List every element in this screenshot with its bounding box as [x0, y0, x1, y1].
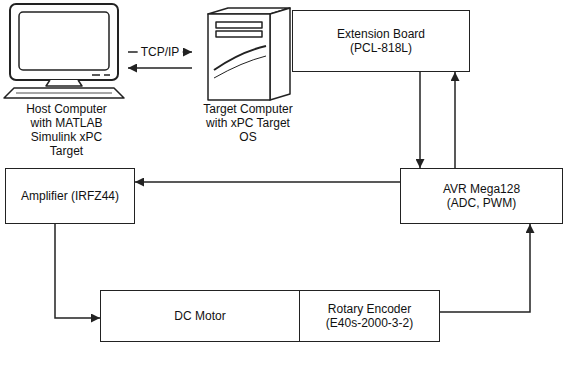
monitor-frame	[10, 4, 118, 80]
monitor-stand	[46, 80, 82, 86]
target-computer-icon	[208, 8, 290, 100]
node-label: Amplifier (IRFZ44)	[21, 189, 119, 203]
tower-swoosh	[214, 56, 266, 78]
tower-front	[208, 14, 270, 100]
host-computer-icon	[4, 4, 124, 98]
encoder-box: Rotary Encoder (E40s-2000-3-2)	[299, 290, 440, 342]
amplifier-box: Amplifier (IRFZ44)	[5, 168, 135, 224]
drive-bay	[216, 31, 262, 37]
signal-arrow	[135, 181, 400, 183]
node-label: Rotary Encoder (E40s-2000-3-2)	[320, 302, 420, 330]
monitor-button	[104, 74, 110, 76]
signal-arrow	[55, 224, 100, 318]
tower-side	[270, 8, 290, 100]
monitor-button	[92, 74, 100, 76]
motor-box: DC Motor	[100, 290, 300, 342]
extension-board: Extension Board (PCL-818L)	[292, 10, 470, 72]
target-computer: Target Computer with xPC Target OS	[192, 6, 304, 146]
node-label: AVR Mega128 (ADC, PWM)	[432, 182, 532, 210]
keyboard-keys	[16, 93, 112, 94]
monitor-screen	[19, 12, 109, 70]
signal-arrow	[128, 67, 192, 69]
drive-bay	[216, 22, 262, 28]
signal-arrow	[440, 224, 530, 312]
edge-label: TCP/IP	[138, 45, 183, 59]
keyboard	[4, 88, 124, 98]
microcontroller-box: AVR Mega128 (ADC, PWM)	[400, 168, 563, 224]
node-label: Extension Board (PCL-818L)	[331, 27, 431, 55]
node-label: Target Computer with xPC Target OS	[198, 102, 298, 144]
host-computer: Host Computer with MATLAB Simulink xPC T…	[5, 4, 128, 160]
signal-arrow	[419, 72, 421, 168]
node-label: DC Motor	[174, 309, 225, 323]
node-label: Host Computer with MATLAB Simulink xPC T…	[17, 102, 117, 158]
signal-arrow	[454, 72, 456, 168]
